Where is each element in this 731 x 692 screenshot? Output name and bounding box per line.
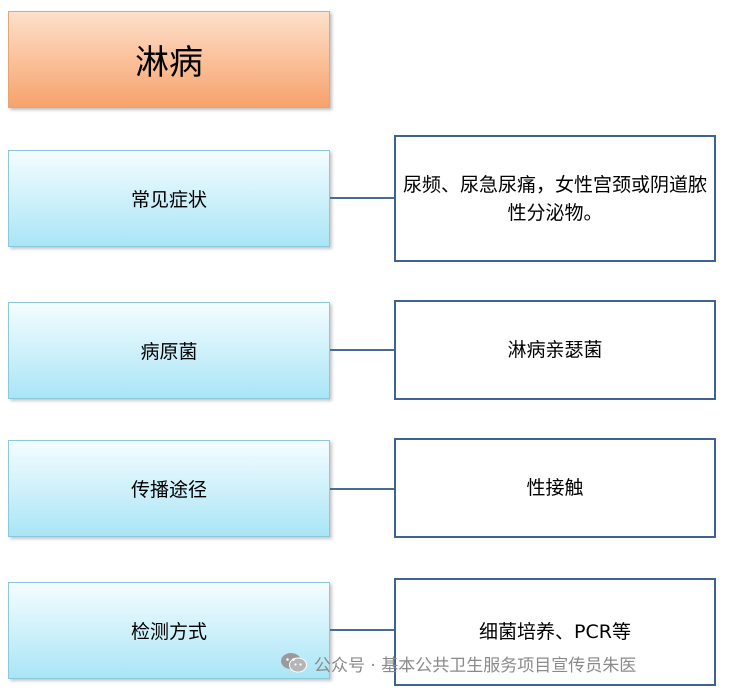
detail-text: 细菌培养、PCR等 (479, 621, 631, 643)
category-label: 病原菌 (140, 341, 198, 363)
category-box-transmission: 传播途径 (8, 440, 330, 537)
watermark: 公众号 · 基本公共卫生服务项目宣传员朱医 (280, 650, 636, 676)
detail-box-pathogen: 淋病亲瑟菌 (394, 300, 716, 400)
detail-box-symptoms: 尿频、尿急尿痛，女性宫颈或阴道脓性分泌物。 (394, 135, 716, 262)
category-label: 检测方式 (130, 621, 207, 643)
category-label: 常见症状 (130, 189, 207, 211)
watermark-text: 公众号 · 基本公共卫生服务项目宣传员朱医 (314, 655, 637, 676)
connector-line (330, 629, 394, 631)
title-box: 淋病 (8, 11, 330, 108)
detail-text: 尿频、尿急尿痛，女性宫颈或阴道脓性分泌物。 (402, 173, 707, 224)
detail-text: 性接触 (526, 477, 584, 499)
detail-text: 淋病亲瑟菌 (507, 339, 603, 361)
detail-box-transmission: 性接触 (394, 438, 716, 538)
connector-line (330, 488, 394, 490)
category-label: 传播途径 (130, 479, 207, 501)
category-box-pathogen: 病原菌 (8, 302, 330, 399)
diagram-title: 淋病 (135, 43, 203, 83)
connector-line (330, 197, 394, 199)
category-box-symptoms: 常见症状 (8, 150, 330, 247)
detail-box-detection: 细菌培养、PCR等 (394, 578, 716, 686)
category-box-detection: 检测方式 (8, 582, 330, 679)
wechat-icon (281, 653, 307, 673)
connector-line (330, 349, 394, 351)
